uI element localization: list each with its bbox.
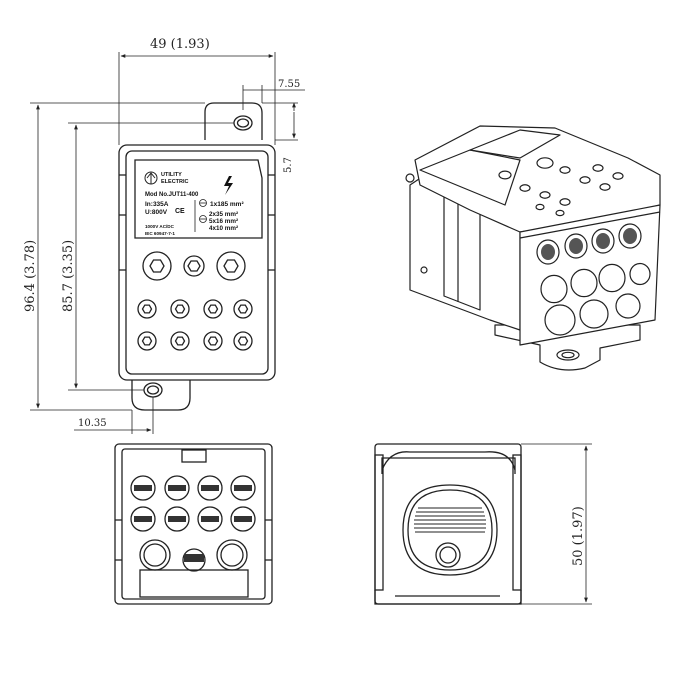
dim-ear-gap: 5.7 — [283, 157, 294, 173]
front-view — [118, 102, 276, 411]
iso-top-hole — [592, 164, 604, 172]
input-screw-center — [183, 255, 205, 277]
brand-line-1: UTILITY — [161, 172, 182, 178]
small-screw — [137, 331, 157, 351]
bottom-view-hole-grid — [130, 475, 256, 532]
iso-top-hole — [539, 191, 551, 199]
small-screw — [170, 331, 190, 351]
iso-top-hole — [612, 172, 624, 180]
input-screw-right — [216, 251, 246, 281]
voltage-rating: U:800V — [145, 209, 168, 216]
iso-upper-port-inner — [541, 244, 555, 260]
bottom-port-slot — [234, 516, 252, 522]
dim-width: 49 (1.93) — [150, 37, 210, 52]
dim-height-body: 85.7 (3.35) — [61, 240, 76, 312]
side-dimensions — [521, 443, 592, 605]
small-screw-hex — [207, 336, 219, 346]
iso-top-hole — [519, 184, 531, 192]
iso-lower-port — [598, 263, 626, 293]
front-dimensions — [30, 52, 305, 434]
iso-top-hole — [579, 176, 591, 184]
small-screw-hex — [174, 336, 186, 346]
iso-top-hole — [555, 209, 565, 217]
bottom-port-slot — [168, 485, 186, 491]
rating-line: 1000V AC/DC — [145, 224, 175, 229]
iso-top-hole — [559, 198, 571, 206]
bottom-port-slot — [201, 516, 219, 522]
iso-top-hole — [498, 170, 512, 180]
small-screw-hex — [237, 304, 249, 314]
ce-mark: CE — [175, 208, 185, 215]
cable-clamp-lines — [414, 507, 486, 533]
small-screw-hex — [141, 304, 153, 314]
iso-upper-port-inner — [596, 233, 610, 249]
iso-lower-port — [540, 274, 568, 304]
small-screw-hex — [174, 304, 186, 314]
brand-line-2: ELECTRIC — [161, 179, 189, 185]
bottom-view — [114, 443, 273, 605]
output-spec-2: 5x16 mm² — [209, 218, 238, 225]
output-arrow-icon — [199, 215, 207, 223]
iso-top-hole — [599, 183, 611, 191]
side-view — [374, 443, 522, 605]
isometric-view — [405, 125, 661, 371]
output-screw-grid — [137, 299, 253, 351]
dim-depth: 50 (1.97) — [571, 506, 586, 566]
small-screw-hex — [141, 336, 153, 346]
small-screw — [233, 299, 253, 319]
small-screw — [203, 331, 223, 351]
dim-height-overall: 96.4 (3.78) — [23, 240, 38, 312]
bottom-port-slot — [201, 485, 219, 491]
iso-top-hole — [536, 157, 554, 169]
utility-electric-logo-icon — [144, 171, 158, 185]
small-screw — [203, 299, 223, 319]
iso-upper-port-inner — [623, 228, 637, 244]
input-screw-left — [142, 251, 172, 281]
iso-lower-port — [629, 262, 651, 286]
standard-line: IEC 60947-7-1 — [145, 231, 175, 236]
dim-ear-offset: 7.55 — [278, 79, 300, 90]
iso-top-hole — [559, 166, 571, 174]
model-number: Mod No.JUT11-400 — [145, 192, 199, 198]
output-spec-3: 4x10 mm² — [209, 225, 238, 232]
iso-front-terminal-grid — [536, 223, 651, 336]
current-rating: In:335A — [145, 201, 169, 208]
iso-upper-port-inner — [569, 238, 583, 254]
dim-ear-bottom: 10.35 — [78, 418, 107, 429]
iso-bottom-port — [544, 304, 576, 336]
small-screw-hex — [237, 336, 249, 346]
iso-bottom-port — [615, 293, 641, 319]
small-screw — [233, 331, 253, 351]
input-spec: 1x185 mm² — [210, 201, 244, 208]
bottom-port-slot — [134, 485, 152, 491]
iso-top-hole-grid — [498, 157, 624, 217]
input-arrow-icon — [199, 199, 207, 207]
iso-top-hole — [535, 203, 545, 211]
small-screw-hex — [207, 304, 219, 314]
bottom-port-slot — [234, 485, 252, 491]
lightning-bolt-icon — [224, 176, 233, 195]
bottom-port-slot — [168, 516, 186, 522]
iso-bottom-port — [579, 299, 609, 329]
output-spec-1: 2x35 mm² — [209, 211, 238, 218]
small-screw — [137, 299, 157, 319]
iso-lower-port — [570, 268, 598, 298]
product-label: UTILITY ELECTRIC Mod No.JUT11-400 In:335… — [144, 171, 244, 236]
small-screw — [170, 299, 190, 319]
bottom-port-slot — [134, 516, 152, 522]
